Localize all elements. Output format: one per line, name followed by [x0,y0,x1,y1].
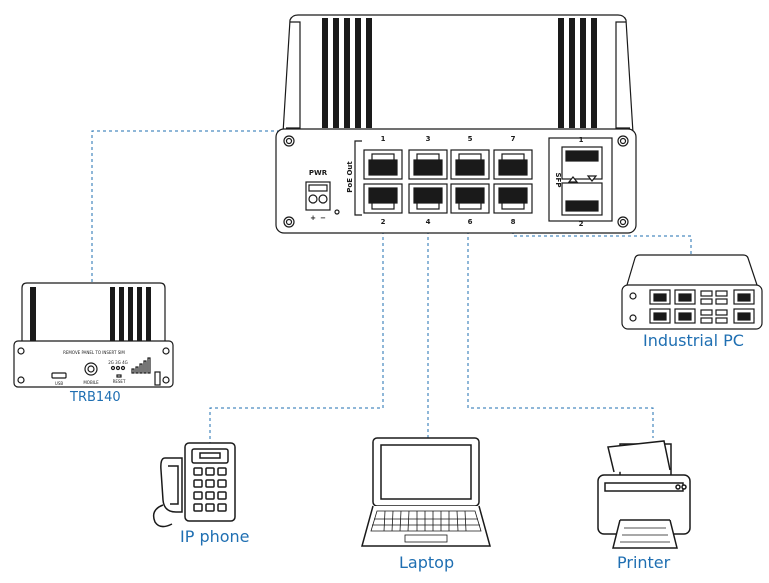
trb140-device [13,282,174,388]
switch-front-panel [275,128,637,234]
industrial-pc-label: Industrial PC [643,331,744,350]
phone-handset [160,457,183,513]
sfp-bracket [548,137,613,222]
ip-phone-label: IP phone [180,527,250,546]
sfp-num-2: 2 [579,220,584,228]
eth-port-6 [450,183,490,214]
sfp-label: SFP [554,173,562,188]
eth-port-4 [408,183,448,214]
sfp-num-1: 1 [579,136,584,144]
printer-icon [597,440,691,549]
trb-reset-label: RESET [113,379,126,384]
eth-port-8 [493,183,533,214]
pwr-label: PWR [309,169,328,177]
switch-fins-right [558,18,597,128]
port-num-2: 2 [381,218,386,226]
trb-panel-text: REMOVE PANEL TO INSERT SIM [63,350,125,355]
port-num-3: 3 [426,135,431,143]
trb140-text: REMOVE PANEL TO INSERT SIM USB MOBILE RE… [55,350,128,386]
phone-keypad [193,467,227,512]
pwr-minus: − [320,214,326,222]
eth-port-5 [450,149,490,180]
pwr-plus: + [310,214,316,222]
laptop-label: Laptop [399,553,455,572]
switch-device [275,14,637,234]
laptop-keyboard [370,510,482,543]
port-num-4: 4 [426,218,431,226]
port-num-7: 7 [511,135,516,143]
laptop-icon [361,437,491,547]
printer-label: Printer [617,553,671,572]
port-num-1: 1 [381,135,386,143]
switch-fins-left [322,18,372,128]
port-num-8: 8 [511,218,516,226]
switch-text: PWR PoE Out SFP 1 3 5 7 2 4 6 8 1 2 + − [309,135,584,228]
trb-usb-port [51,372,67,379]
port-num-5: 5 [468,135,473,143]
eth-port-2 [363,183,403,214]
eth-port-3 [408,149,448,180]
industrial-pc-device [621,254,763,330]
ethernet-ports [363,149,533,214]
trb140-label: TRB140 [70,390,121,405]
trb-usb-label: USB [55,381,63,386]
link-ipphone-port2 [209,213,384,443]
ipc-ports [649,289,755,324]
sfp-cages [561,146,603,216]
poe-label: PoE Out [346,161,354,193]
eth-port-1 [363,149,403,180]
trb-led-labels: 2G 3G 4G [108,360,127,365]
link-industrialpc-port8 [512,213,692,256]
eth-port-7 [493,149,533,180]
trb-mobile-label: MOBILE [83,380,99,385]
link-printer-port6 [467,213,654,438]
port-num-6: 6 [468,218,473,226]
ip-phone-icon [152,442,236,528]
